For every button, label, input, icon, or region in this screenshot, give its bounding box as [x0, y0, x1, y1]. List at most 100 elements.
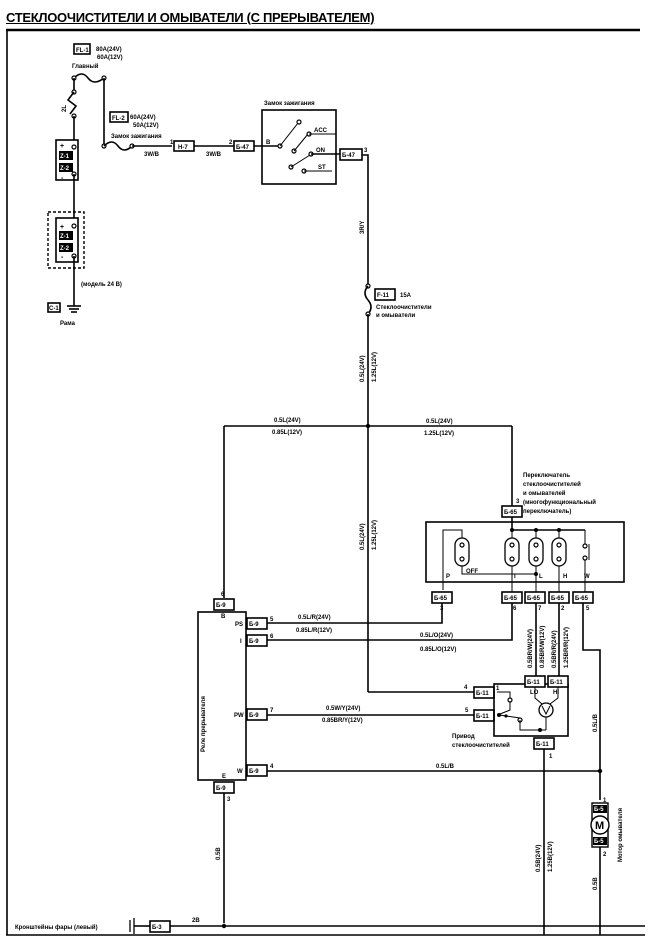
- motor-conn-5: Б-11: [476, 714, 489, 720]
- motor-conn-1: Б-11: [536, 742, 549, 748]
- f11-name2: и омыватели: [376, 313, 416, 319]
- connector-h7-id: H-7: [178, 145, 188, 151]
- ign-pin-out: 3: [364, 148, 368, 154]
- wire-right-24: 0.5L(24V): [426, 419, 453, 425]
- relay-term-top: B: [221, 614, 226, 620]
- wire-feed-24: 0.5L(24V): [360, 355, 366, 382]
- motor-symbol: M: [595, 820, 604, 832]
- battery2-note: (модель 24 В): [81, 282, 122, 288]
- wire-hi-12: 1.25BR/R(12V): [564, 627, 570, 668]
- switch-pin-4: 5: [586, 606, 590, 612]
- relay-conn-w: Б-9: [249, 769, 259, 775]
- wire-washer-gnd: 0.5B: [593, 877, 599, 890]
- washer-motor: 1 Б-5 M Б-5 2 Мотор омывателя: [590, 798, 624, 862]
- wiper-switch: Переключатель стеклоочистителей и омыват…: [425, 473, 625, 612]
- relay-conn-pw: Б-9: [249, 713, 259, 719]
- switch-pos-i: I: [514, 574, 516, 580]
- motor-name2: стеклоочистителей: [452, 742, 510, 749]
- wiper-motor: 4 Б-11 5 Б-11 1 Б-11 Б-11 LO HI Привод с…: [368, 675, 569, 760]
- fusible-link: [66, 91, 78, 115]
- main-fuse: FL-1 80A(24V) 60A(12V) Главный: [71, 43, 123, 83]
- wire-3ry: 3R/Y: [360, 221, 366, 234]
- motor-icon: [590, 815, 610, 835]
- relay-conn-ps: Б-9: [249, 622, 259, 628]
- switch-pin-1: 6: [513, 606, 517, 612]
- wire-w: 0.5L/B: [436, 764, 455, 770]
- switch-pos-h: H: [563, 574, 567, 580]
- ign-term-b: B: [266, 140, 271, 146]
- wire-mid-24: 0.5L(24V): [360, 523, 366, 550]
- battery2-id-a: Z-2: [60, 166, 70, 172]
- relay-term-i: I: [240, 639, 242, 645]
- motor-conn-4: Б-11: [476, 691, 489, 697]
- battery2-plus: +: [60, 224, 64, 231]
- relay-pin-w: 4: [270, 764, 274, 770]
- wire-ps-12: 0.85L/R(12V): [296, 628, 332, 634]
- motor-pin-5: 5: [465, 708, 469, 714]
- switch-name-0: Переключатель: [523, 473, 570, 479]
- wire-motor-gnd-24: 0.5B(24V): [536, 845, 542, 872]
- relay-conn-top: Б-9: [216, 603, 226, 609]
- motor-lo: LO: [530, 690, 539, 696]
- wire-3wb-a: 3W/B: [144, 152, 160, 158]
- motor-pin-1: 1: [549, 754, 553, 760]
- ign-conn-in: Б-47: [236, 145, 250, 151]
- fl2-id: FL-2: [112, 116, 125, 122]
- ground-icon: [67, 305, 81, 313]
- ignition-fuse: FL-2 60A(24V) 50A(12V) Замок зажигания: [101, 111, 162, 151]
- fusible-link-label: 2L: [62, 105, 68, 112]
- washer-pin-bottom: 2: [603, 852, 607, 858]
- fl2-24v: 60A(24V): [130, 115, 156, 121]
- relay-conn-i: Б-9: [249, 639, 259, 645]
- fl2-12v: 50A(12V): [133, 123, 159, 129]
- svg-text:1: 1: [496, 686, 500, 692]
- wire-3wb-b: 3W/B: [206, 152, 222, 158]
- ground-bottom-conn: Б-3: [152, 925, 162, 931]
- diagram-title: СТЕКЛООЧИСТИТЕЛИ И ОМЫВАТЕЛИ (С ПРЕРЫВАТ…: [6, 10, 375, 25]
- wire-ps-24: 0.5L/R(24V): [298, 615, 331, 621]
- washer-name: Мотор омывателя: [618, 807, 624, 862]
- relay-pin-top: 6: [221, 592, 225, 598]
- ground-bottom-wire: 2B: [192, 918, 200, 924]
- battery-plus: +: [60, 143, 64, 150]
- relay-pin-i: 6: [270, 634, 274, 640]
- fuse-id: FL-1: [76, 48, 89, 54]
- ign-pin-in: 2: [229, 140, 233, 146]
- wire-left-24: 0.5L(24V): [274, 418, 301, 424]
- relay-term-w: W: [237, 769, 243, 775]
- switch-name-4: переключатель): [523, 509, 571, 515]
- ground-bottom-name: Кронштейны фары (левый): [15, 924, 98, 931]
- wire-i-24: 0.5L/O(24V): [420, 633, 453, 639]
- relay-term-ps: PS: [235, 622, 243, 628]
- washer-conn-bottom: Б-5: [594, 839, 604, 845]
- ign-name: Замок зажигания: [264, 101, 315, 107]
- wire-right-12: 1.25L(12V): [424, 431, 454, 437]
- switch-pos-off: OFF: [466, 569, 478, 575]
- battery-minus: -: [61, 175, 64, 182]
- motor-conn-2: Б-11: [550, 680, 563, 686]
- switch-conn-top: Б-65: [504, 510, 518, 516]
- relay-term-pw: PW: [234, 713, 244, 719]
- switch-pin-3: 2: [561, 606, 565, 612]
- relay-pin-ps: 5: [270, 617, 274, 623]
- switch-name-2: и омывателей: [523, 490, 566, 497]
- wire-mid-12: 1.25L(12V): [372, 520, 378, 550]
- wiper-fuse: F-11 15A Стеклоочистители и омыватели: [364, 283, 432, 319]
- ign-pos-st: ST: [318, 165, 326, 171]
- wire-feed-12: 1.25L(12V): [372, 352, 378, 382]
- relay-pin-pw: 7: [270, 708, 274, 714]
- switch-name-1: стеклоочистителей: [523, 481, 581, 488]
- battery2-minus: -: [61, 254, 64, 261]
- intermittent-relay: 6 Б-9 B Реле прерывателя PS Б-9 5 I Б-9 …: [197, 592, 274, 803]
- battery2-cell-b: Z-2: [60, 246, 70, 252]
- switch-pin-2: 7: [538, 606, 542, 612]
- ign-conn-out: Б-47: [342, 153, 356, 159]
- switch-pin-p: P: [446, 574, 450, 580]
- f11-name1: Стеклоочистители: [376, 305, 432, 311]
- switch-conn-0: Б-65: [434, 596, 448, 602]
- motor-hi: HI: [553, 690, 559, 696]
- switch-pos-w: W: [584, 574, 590, 580]
- ign-pos-on: ON: [316, 148, 325, 154]
- wire-i-12: 0.85L/O(12V): [420, 647, 456, 653]
